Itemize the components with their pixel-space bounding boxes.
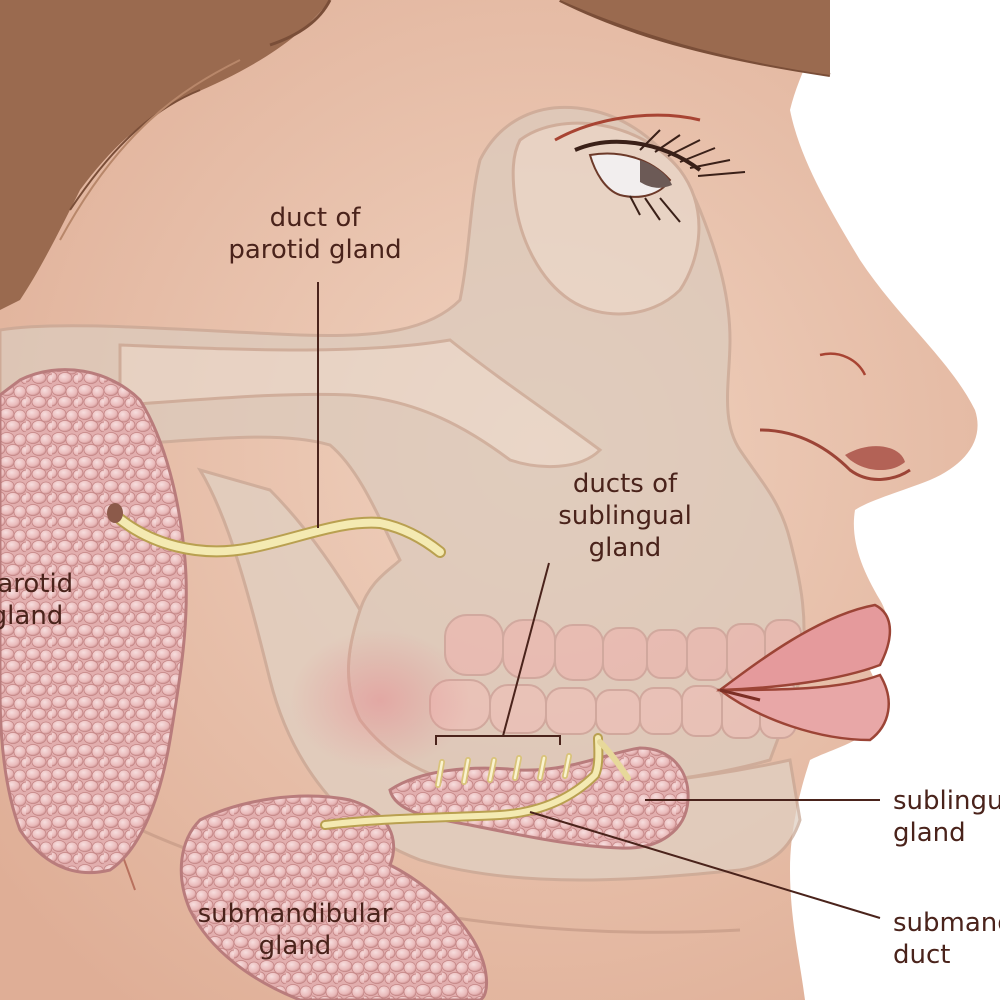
label-sublingual-ducts: ducts of sublingual gland <box>540 468 710 565</box>
sublingual-ducts-leader <box>502 562 550 737</box>
label-submandibular-gland-line1: submandibular <box>197 899 393 929</box>
eye <box>554 113 746 223</box>
label-parotid-gland: parotid gland <box>0 568 82 632</box>
parotid-gland-shape <box>0 368 188 875</box>
label-parotid-duct-line2: parotid gland <box>228 235 402 266</box>
label-parotid-gland-line2: gland <box>0 601 64 632</box>
skull <box>0 105 806 882</box>
label-submandibular-duct-line1: submandibular <box>893 908 1000 938</box>
label-parotid-duct-line1: duct of <box>269 203 361 233</box>
submandibular-gland-shape <box>179 794 489 1000</box>
label-submandibular-duct: submandibular duct <box>893 907 1000 971</box>
label-sublingual-gland: sublingual gland <box>893 785 1000 849</box>
label-submandibular-duct-line2: duct <box>893 940 951 971</box>
label-submandibular-gland: submandibular gland <box>195 898 395 962</box>
label-parotid-duct: duct of parotid gland <box>215 202 415 266</box>
lips <box>716 603 892 742</box>
label-sublingual-ducts-line3: gland <box>588 533 662 564</box>
label-sublingual-gland-line1: sublingual <box>893 786 1000 816</box>
nose <box>759 352 911 481</box>
sublingual-ducts-bracket <box>435 735 561 745</box>
label-parotid-gland-line1: parotid <box>0 569 74 599</box>
label-sublingual-gland-line2: gland <box>893 818 966 849</box>
label-sublingual-ducts-line2: sublingual <box>558 501 692 532</box>
submandibular-duct-leader <box>529 811 881 919</box>
hair <box>0 0 330 310</box>
label-submandibular-gland-line2: gland <box>258 931 332 962</box>
label-sublingual-ducts-line1: ducts of <box>572 469 678 499</box>
